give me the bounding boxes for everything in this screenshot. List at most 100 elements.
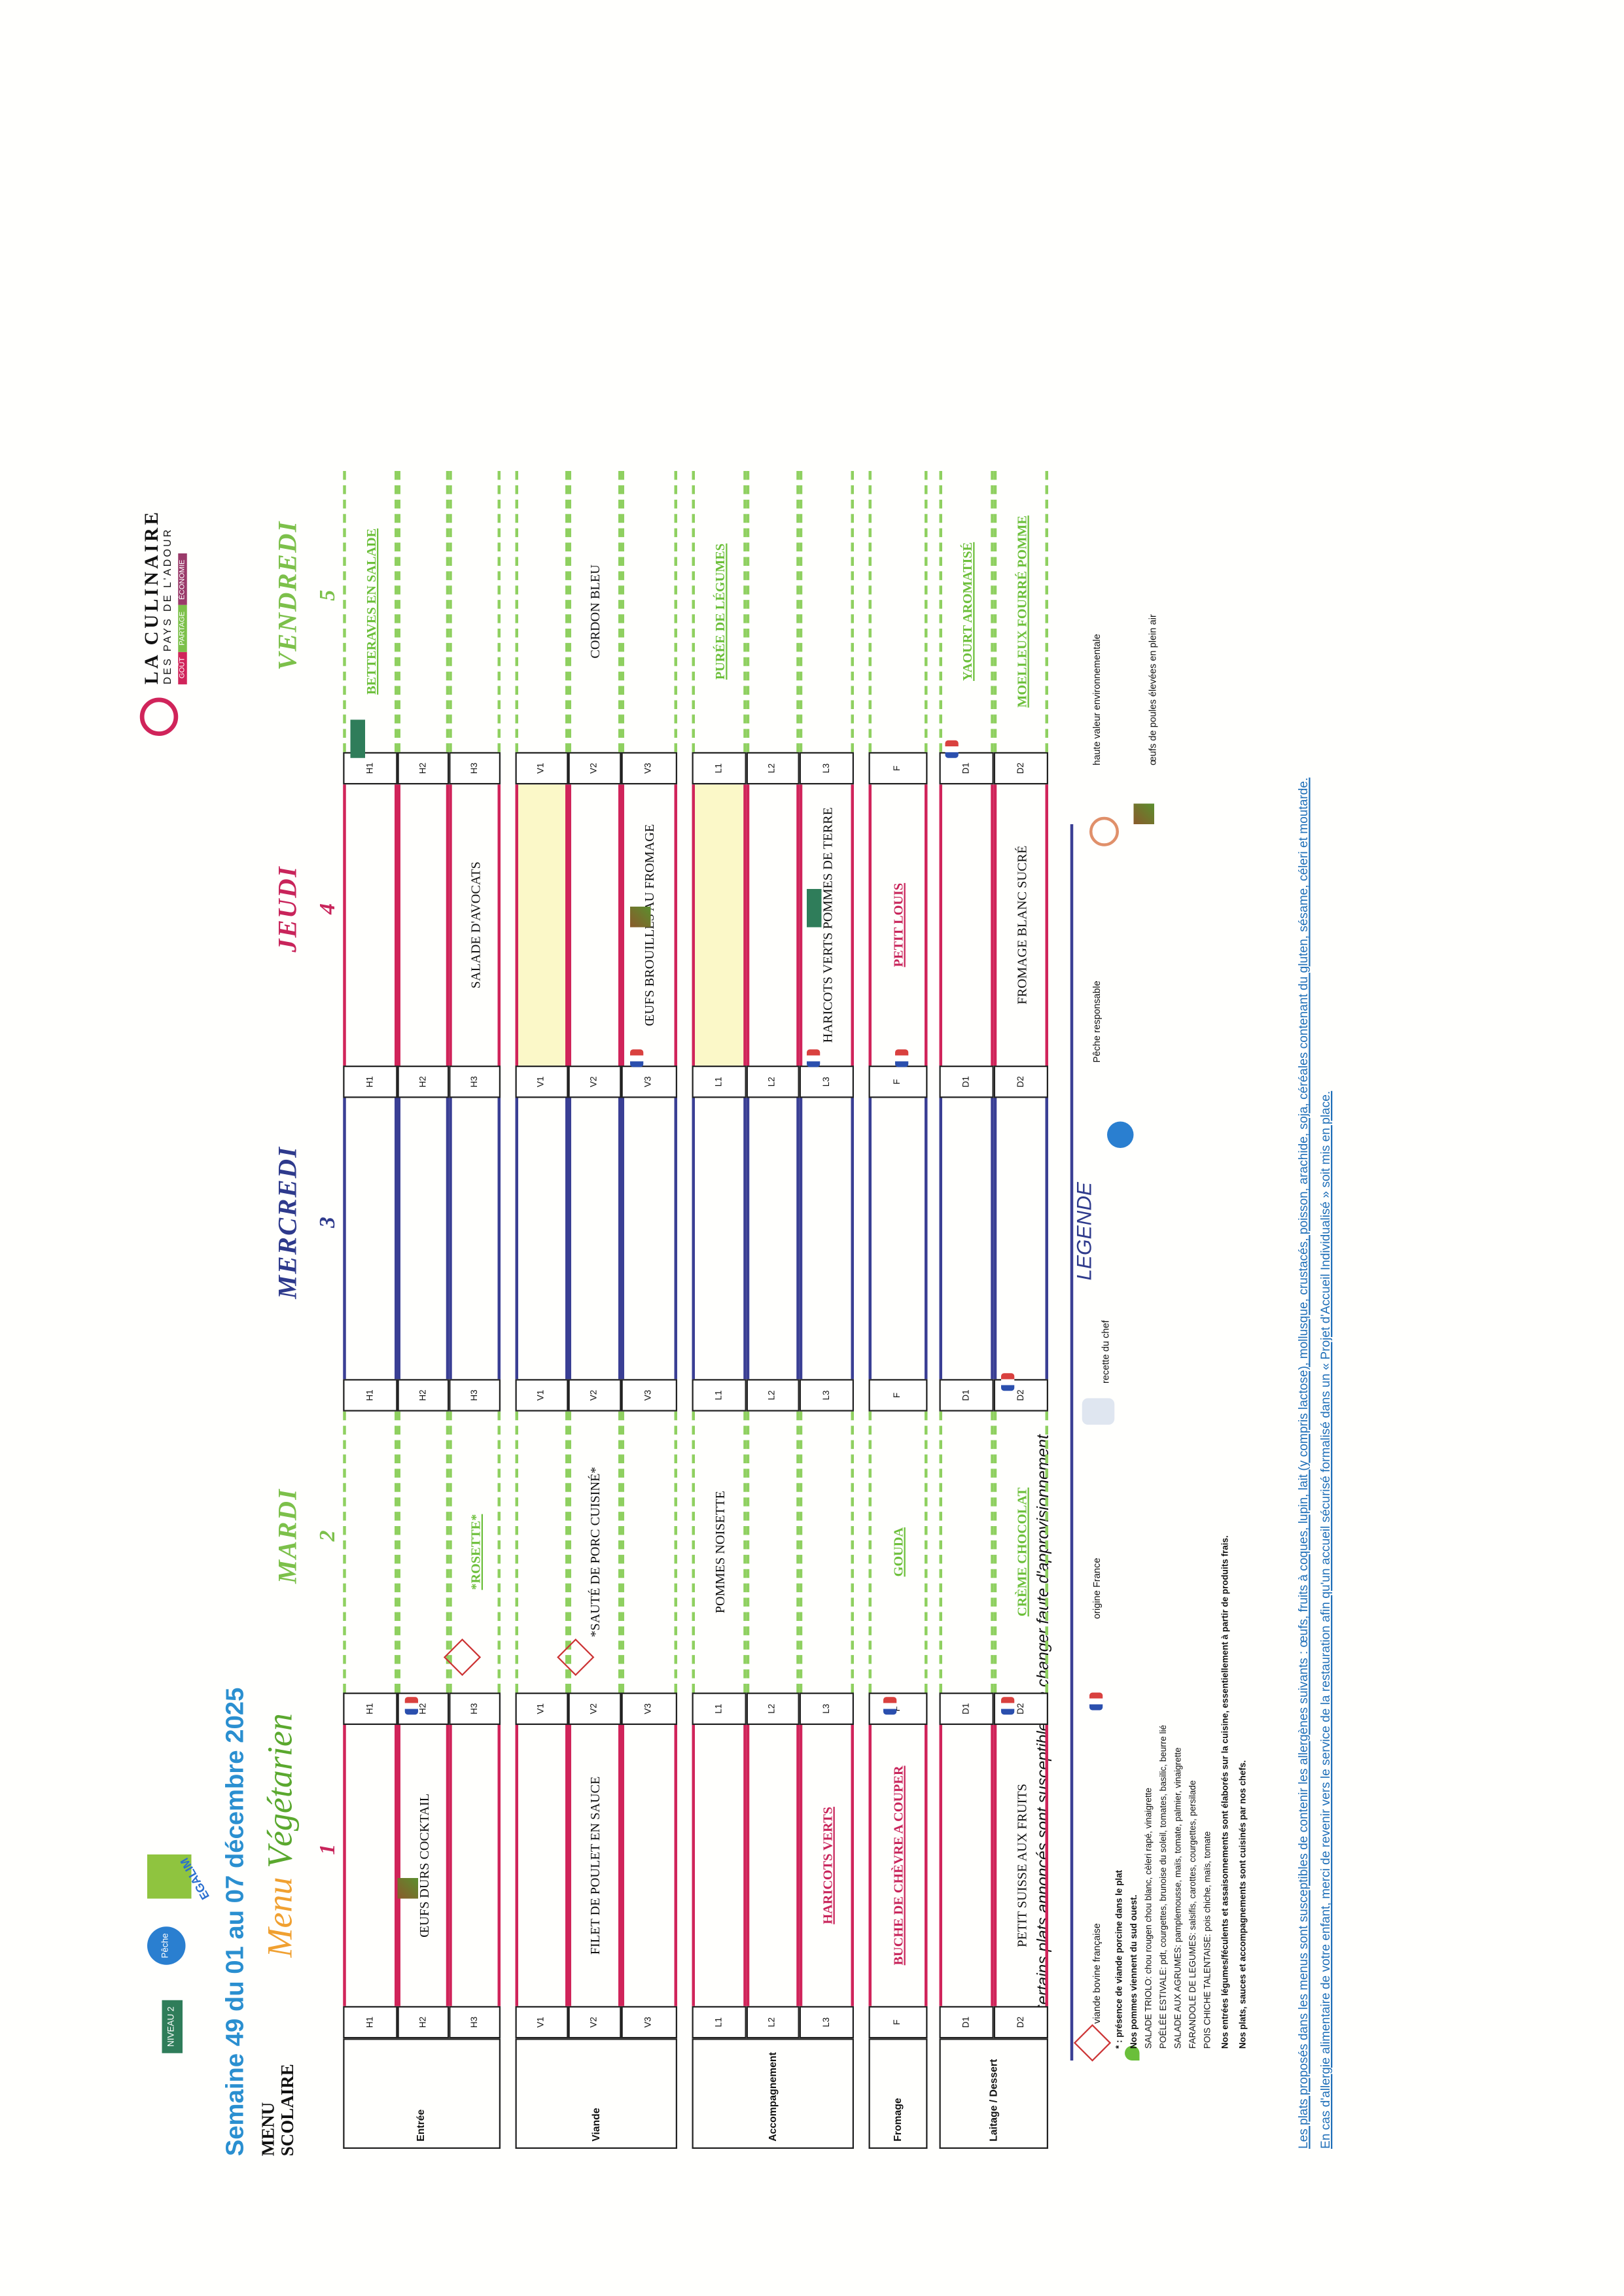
certification-badge: NIVEAU 2 bbox=[162, 2000, 183, 2053]
menu-cell bbox=[568, 784, 622, 1066]
menu-cell bbox=[746, 1411, 800, 1693]
note-line: SALADE AUX AGRUMES: pamplemousse, maïs, … bbox=[1174, 1747, 1184, 2049]
row-code: D2 bbox=[993, 752, 1048, 785]
france-flag-icon bbox=[1089, 1692, 1103, 1711]
brand-sub: DES PAYS DE L'ADOUR bbox=[163, 527, 174, 685]
menu-cell bbox=[799, 1411, 854, 1693]
france-flag-icon bbox=[1001, 1697, 1015, 1715]
row-code: V3 bbox=[621, 1692, 677, 1725]
row-code: L1 bbox=[692, 1692, 747, 1725]
row-code: F bbox=[868, 1066, 928, 1098]
note-line: FARANDOLE DE LEGUMES: salsifis, carottes… bbox=[1190, 1780, 1199, 2049]
menu-cell: BUCHE DE CHÈVRE A COUPER bbox=[868, 1725, 928, 2006]
legend-item: recette du chef bbox=[1101, 1320, 1112, 1383]
note-line: * : présence de viande porcine dans le p… bbox=[1116, 1870, 1125, 2049]
france-flag-icon bbox=[404, 1697, 418, 1715]
la-culinaire-logo-icon bbox=[139, 697, 179, 736]
menu-cell bbox=[515, 1411, 569, 1693]
brand-tag: ÉCONOMIE bbox=[178, 553, 187, 606]
row-code: L2 bbox=[746, 1066, 800, 1098]
legend-title: LEGENDE bbox=[1072, 1181, 1095, 1281]
viande-bovine-francaise-icon bbox=[1073, 2024, 1112, 2062]
menu-cell bbox=[515, 1098, 569, 1380]
menu-cell bbox=[397, 784, 450, 1066]
day-number: 3 bbox=[316, 1217, 340, 1228]
menu-cell bbox=[449, 1725, 501, 2006]
menu-cell bbox=[939, 1725, 994, 2006]
menu-cell bbox=[397, 1411, 450, 1693]
row-code: F bbox=[868, 1692, 928, 1725]
brand-tags: GOÛT PARTAGE ÉCONOMIE bbox=[178, 553, 187, 685]
chicken-icon bbox=[630, 907, 651, 928]
row-code: V2 bbox=[568, 1066, 622, 1098]
row-label: Viande bbox=[515, 2038, 677, 2149]
week-title: Semaine 49 du 01 au 07 décembre 2025 bbox=[221, 1687, 249, 2157]
menu-cell bbox=[939, 1098, 994, 1380]
day-name: VENDREDI bbox=[272, 520, 302, 670]
menu-cell bbox=[568, 1098, 622, 1380]
menu-cell: POMMES NOISETTE bbox=[692, 1411, 747, 1693]
menu-scolaire-label: MENU SCOLAIRE bbox=[258, 2064, 298, 2156]
row-code: H3 bbox=[449, 1379, 501, 1412]
day-name: JEUDI bbox=[272, 865, 302, 952]
row-code: V3 bbox=[621, 1379, 677, 1412]
allergen-link[interactable]: Les plats proposés dans les menus sont s… bbox=[1296, 777, 1311, 2149]
menu-cell bbox=[692, 784, 747, 1066]
menu-cell: CORDON BLEU bbox=[568, 471, 622, 752]
menu-cell bbox=[692, 1725, 747, 2006]
day-number: 5 bbox=[316, 589, 340, 601]
legend-item: haute valeur environnementale bbox=[1092, 634, 1103, 765]
legend-divider bbox=[1070, 824, 1073, 2061]
menu-cell bbox=[515, 784, 569, 1066]
menu-cell bbox=[621, 1411, 677, 1693]
menu-cell bbox=[449, 1098, 501, 1380]
peche-logo-icon: Pêche bbox=[147, 1926, 186, 1965]
menu-cell bbox=[343, 1098, 398, 1380]
menu-cell bbox=[939, 784, 994, 1066]
france-flag-icon bbox=[945, 740, 959, 758]
menu-cell bbox=[343, 1411, 398, 1693]
menu-cell: ŒUFS DURS COCKTAIL bbox=[397, 1725, 450, 2006]
note-line: POÉLÉE ESTIVALE: pdt, courgettes, brunoi… bbox=[1160, 1725, 1169, 2049]
hve-seal-icon bbox=[1089, 816, 1119, 846]
row-code: V2 bbox=[568, 752, 622, 785]
france-flag-icon bbox=[630, 1049, 644, 1068]
row-code: H2 bbox=[397, 752, 450, 785]
row-code: D2 bbox=[993, 2006, 1048, 2039]
row-code: H1 bbox=[343, 1066, 398, 1098]
row-code: H1 bbox=[343, 1692, 398, 1725]
row-code: D1 bbox=[939, 1692, 994, 1725]
row-code: D1 bbox=[939, 1066, 994, 1098]
row-code: L2 bbox=[746, 752, 800, 785]
legend-item: Pêche responsable bbox=[1092, 981, 1103, 1063]
row-code: D1 bbox=[939, 1379, 994, 1412]
menu-cell bbox=[449, 471, 501, 752]
pai-link[interactable]: En cas d'allergie alimentaire de votre e… bbox=[1317, 1090, 1333, 2149]
certification-badge-icon bbox=[807, 889, 822, 928]
menu-cell: GOUDA bbox=[868, 1411, 928, 1693]
day-number: 2 bbox=[316, 1530, 340, 1542]
row-code: V1 bbox=[515, 1066, 569, 1098]
day-name: MARDI bbox=[272, 1487, 302, 1584]
brand-tag: GOÛT bbox=[178, 651, 187, 685]
note-line: Nos plats, sauces et accompagnements son… bbox=[1239, 1760, 1249, 2049]
menu-cell bbox=[746, 1725, 800, 2006]
row-code: H3 bbox=[449, 1066, 501, 1098]
row-code: V1 bbox=[515, 752, 569, 785]
legend-item: œufs de poules élevées en plein air bbox=[1148, 614, 1159, 765]
note-line: SALADE TRIOLO: chou rougen chou blanc, c… bbox=[1145, 1788, 1155, 2049]
row-code: V3 bbox=[621, 2006, 677, 2039]
vegetarian-menu-title: Menu Végétarien bbox=[262, 1713, 302, 1957]
row-code: H3 bbox=[449, 752, 501, 785]
row-label: Entrée bbox=[343, 2038, 501, 2149]
row-label: Fromage bbox=[868, 2038, 928, 2149]
menu-cell bbox=[939, 1411, 994, 1693]
note-line: Nos entrées légumes/féculents et assaiso… bbox=[1222, 1535, 1231, 2049]
row-code: H1 bbox=[343, 2006, 398, 2039]
row-code: F bbox=[868, 1379, 928, 1412]
day-number: 1 bbox=[316, 1843, 340, 1855]
legend-item: origine France bbox=[1092, 1557, 1103, 1619]
row-code: D2 bbox=[993, 1066, 1048, 1098]
menu-cell: MOELLEUX FOURRÉ POMME bbox=[993, 471, 1048, 752]
row-code: F bbox=[868, 2006, 928, 2039]
